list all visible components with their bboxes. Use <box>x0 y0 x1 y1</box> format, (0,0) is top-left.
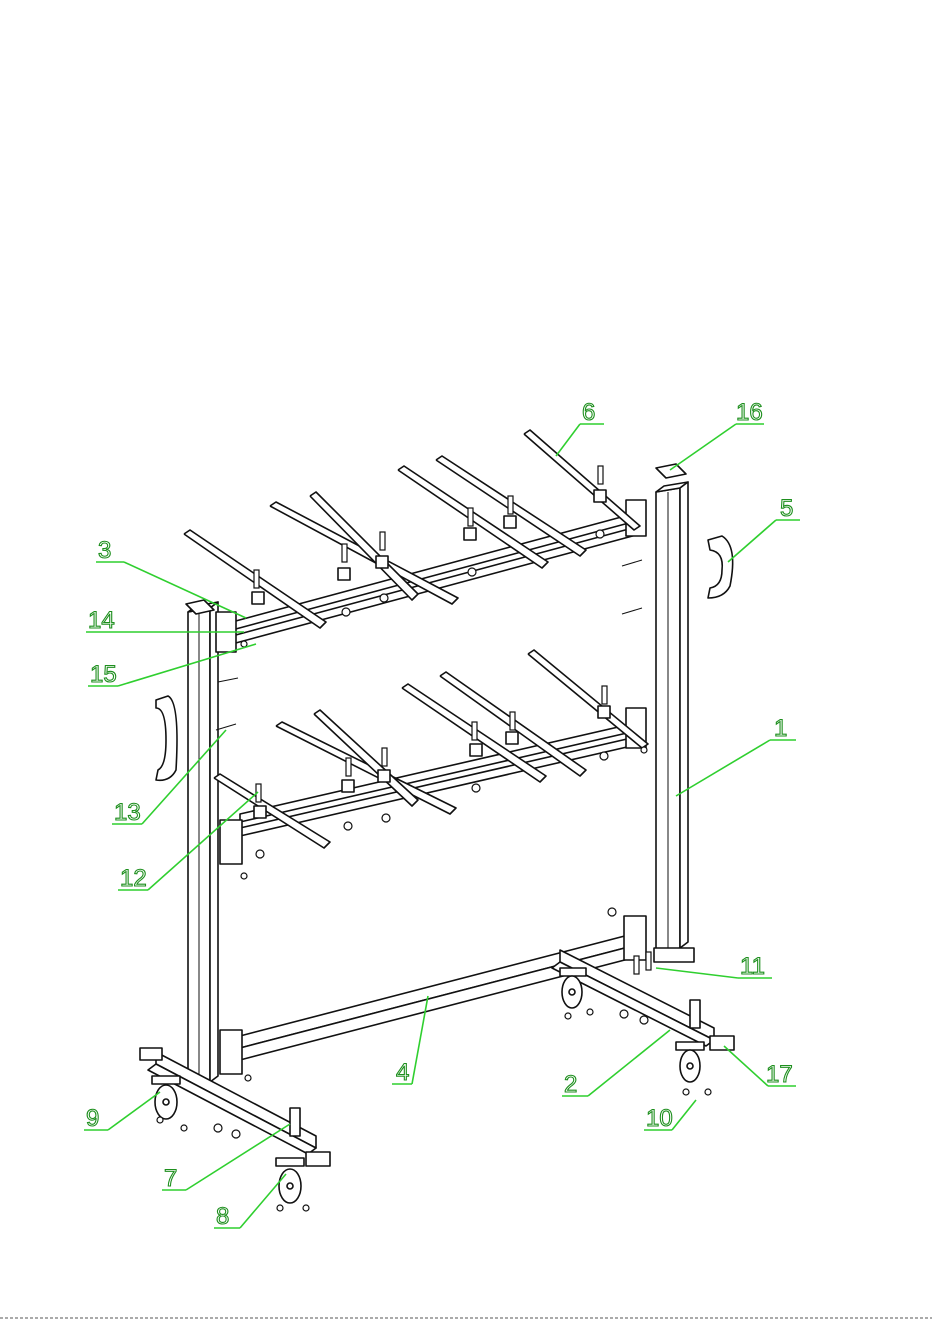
callout-9-label: 9 <box>86 1105 99 1132</box>
callout-1-label: 1 <box>774 715 787 742</box>
callout-5: 5 <box>728 495 800 562</box>
callout-2: 2 <box>562 1030 670 1098</box>
callout-8-label: 8 <box>216 1203 229 1230</box>
rack-frame-drawing <box>140 430 734 1211</box>
callout-11-label: 11 <box>740 953 765 980</box>
callout-7-label: 7 <box>164 1165 177 1192</box>
callout-1: 1 <box>676 715 796 796</box>
right-handle <box>708 536 733 598</box>
callout-16: 16 <box>670 399 764 470</box>
callout-17: 17 <box>724 1046 796 1088</box>
callout-6-label: 6 <box>582 399 595 426</box>
callout-17-label: 17 <box>766 1061 793 1088</box>
callout-6: 6 <box>556 399 604 456</box>
callout-8: 8 <box>214 1174 286 1230</box>
callout-10: 10 <box>644 1100 696 1132</box>
upper-crossbars <box>216 500 646 652</box>
right-top-cap <box>656 464 686 478</box>
caster-rear-left <box>152 1076 180 1119</box>
callout-10-label: 10 <box>646 1105 673 1132</box>
callout-16-label: 16 <box>736 399 763 426</box>
caster-front-right <box>676 1042 704 1082</box>
callout-3: 3 <box>96 537 246 618</box>
callout-3-label: 3 <box>98 537 111 564</box>
left-upright-post <box>188 602 218 1086</box>
caster-rear-right <box>560 968 586 1008</box>
callout-4-label: 4 <box>396 1059 409 1086</box>
callout-9: 9 <box>84 1092 160 1132</box>
callout-12-label: 12 <box>120 865 147 892</box>
right-upright-post <box>654 482 694 962</box>
callout-14-label: 14 <box>88 607 115 634</box>
callout-13-label: 13 <box>114 799 141 826</box>
callout-2-label: 2 <box>564 1071 577 1098</box>
left-handle <box>156 696 177 780</box>
callout-15-label: 15 <box>90 661 117 688</box>
callout-5-label: 5 <box>780 495 793 522</box>
upper-arms <box>184 430 640 628</box>
lower-crossbars <box>220 708 646 864</box>
